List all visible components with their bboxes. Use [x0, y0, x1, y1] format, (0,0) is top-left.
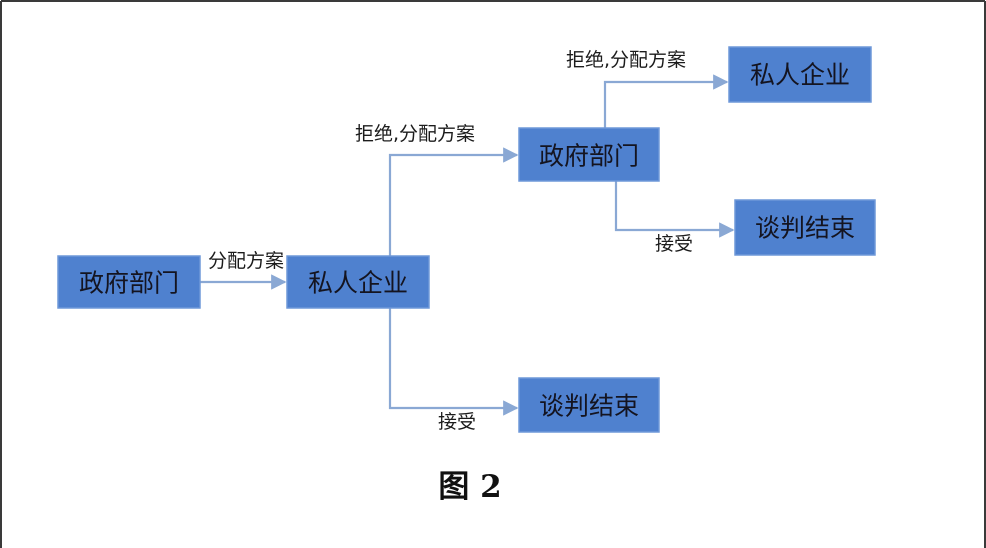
node-negotiation-end-2: 谈判结束 [518, 377, 660, 433]
node-label: 政府部门 [539, 142, 639, 171]
node-government-1: 政府部门 [57, 255, 201, 309]
node-box [57, 255, 201, 309]
node-box [286, 255, 430, 309]
node-box [734, 199, 876, 256]
edge-label-accept-2: 接受 [655, 233, 693, 255]
node-box [518, 377, 660, 433]
node-private-1: 私人企业 [286, 255, 430, 309]
edge-label-allocation-plan: 分配方案 [208, 250, 284, 272]
edge-gov-reject-to-private [603, 74, 729, 128]
node-box [728, 46, 872, 103]
figure-caption: 图 2 [438, 469, 501, 505]
node-negotiation-end-1: 谈判结束 [734, 199, 876, 256]
node-label: 政府部门 [79, 269, 179, 298]
edge-label-reject-allocation: 拒绝,分配方案 [355, 123, 475, 145]
edge-label-reject-allocation-2: 拒绝,分配方案 [566, 49, 686, 71]
node-government-2: 政府部门 [518, 127, 660, 182]
edge-gov-accept-to-end [614, 181, 735, 238]
node-label: 谈判结束 [755, 214, 855, 243]
node-label: 谈判结束 [539, 392, 639, 421]
node-box [518, 127, 660, 182]
node-private-2: 私人企业 [728, 46, 872, 103]
edge-private-reject-to-gov [388, 147, 519, 256]
node-label: 私人企业 [308, 269, 408, 298]
node-label: 私人企业 [750, 61, 850, 90]
edge-private-accept-to-end [388, 308, 519, 416]
edge-label-accept: 接受 [438, 411, 476, 433]
